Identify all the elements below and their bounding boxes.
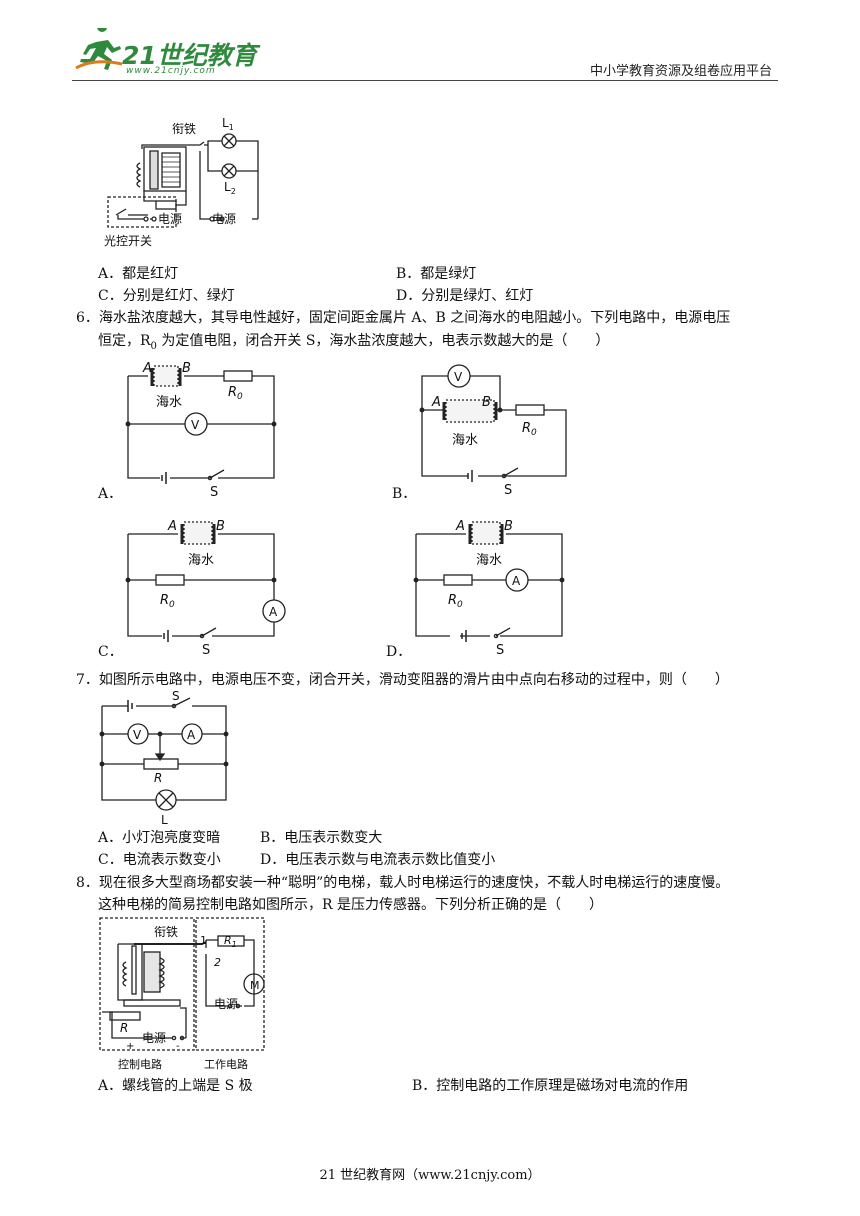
q6d-r0-label: R0	[448, 593, 463, 610]
platform-name: 中小学教育资源及组卷应用平台	[590, 64, 773, 79]
q8-minus-label: -	[176, 1041, 180, 1052]
q5-power2-label: 电源	[212, 212, 236, 226]
q8-stem-line1: 8．现在很多大型商场都安装一种“聪明”的电梯，载人时电梯运行的速度快，不载人时电…	[76, 875, 730, 891]
q6-option-c: C．	[98, 644, 123, 660]
q6-stem-line1: 6．海水盐浓度越大，其导电性越好，固定间距金属片 A、B 之间海水的电阻越小。下…	[76, 310, 731, 326]
runner-logo-icon	[75, 28, 123, 70]
q7-voltmeter-label: V	[133, 728, 142, 742]
q5-switch-label: 光控开关	[104, 234, 152, 248]
q5-option-c: C．分别是红灯、绿灯	[98, 288, 235, 304]
q8-circuit-figure: 衔铁 1 2 R1 M 电源 R 电源 + - 控制电路 工作电路	[99, 917, 265, 1071]
q8-plus-label: +	[126, 1041, 134, 1052]
q6-stem-line2: 恒定，R0 为定值电阻，闭合开关 S，海水盐浓度越大，电表示数越大的是（ ）	[98, 333, 610, 352]
q5-lamp2-label: L2	[224, 180, 236, 196]
q6b-label-a: A	[431, 395, 441, 410]
q7-lamp-label: L	[161, 813, 168, 826]
q6b-switch-label: S	[504, 483, 512, 496]
q5-circuit-figure: 衔铁 L1 L2 电源 电源 光控开关	[104, 116, 259, 248]
q8-option-b: B．控制电路的工作原理是磁场对电流的作用	[412, 1078, 689, 1094]
q8-work-power-label: 电源	[214, 997, 238, 1011]
q8-work-circuit-label: 工作电路	[204, 1058, 248, 1071]
q6-option-d: D．	[386, 644, 412, 660]
q5-armature-label: 衔铁	[172, 122, 196, 136]
q6a-water-label: 海水	[156, 395, 182, 410]
q6a-voltmeter-label: V	[191, 418, 200, 432]
q7-option-a: A．小灯泡亮度变暗	[98, 830, 221, 846]
q6c-label-b: B	[216, 519, 225, 534]
q7-option-b: B．电压表示数变大	[260, 830, 383, 846]
q6a-switch-label: S	[210, 485, 218, 496]
logo-title: 21世纪教育	[122, 41, 257, 70]
q6d-label-a: A	[455, 519, 465, 534]
q6d-switch-label: S	[496, 643, 504, 656]
q8-r1-label: R1	[224, 934, 237, 949]
q6c-label-a: A	[167, 519, 177, 534]
q6c-water-label: 海水	[188, 553, 214, 568]
q5-power1-label: 电源	[158, 212, 182, 226]
q6-option-a: A．	[98, 486, 123, 502]
q8-stem-line2: 这种电梯的简易控制电路如图所示，R 是压力传感器。下列分析正确的是（ ）	[98, 897, 603, 913]
q5-option-d: D．分别是绿灯、红灯	[396, 288, 534, 304]
q7-stem: 7．如图所示电路中，电源电压不变，闭合开关，滑动变阻器的滑片由中点向右移动的过程…	[76, 672, 729, 688]
q5-option-a: A．都是红灯	[98, 266, 179, 282]
q8-contact1-label: 1	[200, 934, 207, 947]
q6a-r0-label: R0	[228, 385, 243, 402]
q6d-water-label: 海水	[476, 553, 502, 568]
q6c-switch-label: S	[202, 643, 210, 656]
q8-armature-label: 衔铁	[154, 925, 178, 939]
q6-figure-d: A B 海水 R0 A S	[413, 519, 565, 656]
q7-ammeter-label: A	[187, 728, 196, 742]
q6a-label-a: A	[142, 361, 152, 376]
q6c-ammeter-label: A	[269, 605, 278, 619]
q7-option-d: D．电压表示数与电流表示数比值变小	[260, 852, 496, 868]
q8-ctrl-circuit-label: 控制电路	[118, 1057, 162, 1071]
q6b-voltmeter-label: V	[454, 370, 463, 384]
q7-switch-label: S	[172, 690, 180, 703]
q8-sensor-label: R	[120, 1021, 128, 1035]
q7-rheostat-label: R	[154, 771, 162, 785]
q5-lamp1-label: L1	[222, 116, 234, 132]
logo-subtitle: www.21cnjy.com	[126, 66, 216, 76]
q6d-label-b: B	[504, 519, 513, 534]
q6-figure-a: A B 海水 R0 V S	[125, 361, 277, 496]
q6b-r0-label: R0	[522, 421, 537, 438]
q8-ctrl-power-label: 电源	[142, 1031, 166, 1045]
q6-figure-c: A B 海水 R0 A S	[125, 519, 286, 656]
q8-motor-label: M	[250, 979, 260, 992]
page-footer: 21 世纪教育网（www.21cnjy.com）	[319, 1168, 541, 1183]
q6b-label-b: B	[482, 395, 491, 410]
q8-option-a: A．螺线管的上端是 S 极	[98, 1078, 253, 1094]
q7-option-c: C．电流表示数变小	[98, 852, 221, 868]
q6a-label-b: B	[182, 361, 191, 376]
q8-contact2-label: 2	[214, 956, 221, 969]
q6c-r0-label: R0	[160, 593, 175, 610]
q5-option-b: B．都是绿灯	[396, 266, 477, 282]
q6b-water-label: 海水	[452, 433, 478, 448]
header-divider	[72, 80, 778, 81]
q6d-ammeter-label: A	[512, 574, 521, 588]
q6-figure-b: V A B 海水 R0 S	[419, 364, 567, 496]
q7-circuit-figure: S V A R L	[99, 690, 229, 826]
q6-option-b: B．	[392, 486, 417, 502]
